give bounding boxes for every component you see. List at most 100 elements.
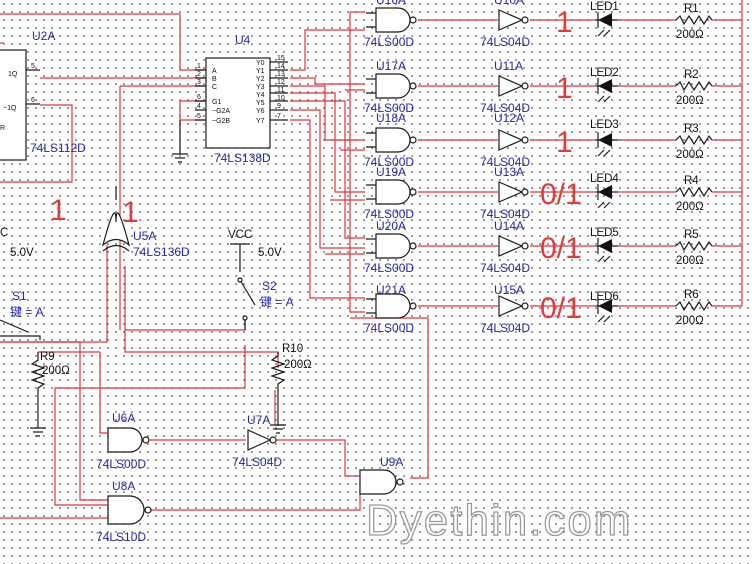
resistor-icon: R3 200Ω xyxy=(675,123,713,161)
u4-pin-y5: Y5 xyxy=(256,100,265,107)
nand-part: 74LS00D xyxy=(364,207,414,221)
inverter-part: 74LS04D xyxy=(480,321,530,335)
nand-part: 74LS00D xyxy=(364,155,414,169)
resistor-label: R4 xyxy=(684,175,699,187)
u4-pinnum-15: 15 xyxy=(277,55,285,62)
led-label: LED4 xyxy=(590,173,619,185)
led-label: LED5 xyxy=(590,227,619,239)
led-icon: LED1 xyxy=(590,1,619,37)
nand-gate: U16A 74LS00D xyxy=(364,0,417,49)
u4-pinnum-9: 9 xyxy=(277,103,281,110)
u4-pinnum-1: 1 xyxy=(197,63,201,70)
u4-pinnum-3: 3 xyxy=(197,79,201,86)
u4-pinnum-2: 2 xyxy=(197,71,201,78)
bias-resistors: R9 200Ω R10 200Ω xyxy=(30,343,312,437)
resistor-label: R5 xyxy=(684,229,699,241)
u4-pin-g2b: ~G2B xyxy=(212,118,230,125)
s1-key: 键 = A xyxy=(10,305,44,319)
watermark: Dyethin.com xyxy=(366,496,633,545)
nand-gate: U17A 74LS00D xyxy=(364,59,417,115)
s2-key: 键 = A xyxy=(260,295,294,309)
u4-pinnum-12: 12 xyxy=(277,79,285,86)
resistor-value: 200Ω xyxy=(676,95,704,107)
u7a-inverter: U7A 74LS04D xyxy=(232,413,282,469)
led-icon: LED5 xyxy=(590,227,619,263)
u4-pinnum-4: 4 xyxy=(197,103,201,110)
u7a-label: U7A xyxy=(247,413,270,427)
inverter-gate: U12A 74LS04D xyxy=(480,111,530,169)
u6a-nand-gate: U6A 74LS00D xyxy=(96,411,150,471)
led-icon: LED4 xyxy=(590,173,619,209)
output-row: U17A 74LS00D U11A 74LS04D 1 LED2 R2 200Ω xyxy=(364,59,713,115)
led-label: LED6 xyxy=(590,291,619,303)
r9-label: R9 xyxy=(40,351,55,363)
inverter-gate: U10A 74LS04D xyxy=(480,0,530,49)
r10-label: R10 xyxy=(282,343,303,355)
nand-part: 74LS00D xyxy=(364,321,414,335)
u5a-part: 74LS136D xyxy=(133,245,190,259)
led-label: LED1 xyxy=(590,1,619,13)
inverter-part: 74LS04D xyxy=(480,101,530,115)
resistor-icon: R2 200Ω xyxy=(675,69,713,107)
output-rows: U16A 74LS00D U10A 74LS04D 1 LED1 R1 200Ω U17A 74L… xyxy=(364,0,713,335)
resistor-label: R1 xyxy=(684,3,699,15)
u4-pin-g2a: ~G2A xyxy=(212,108,230,115)
u4-decoder: U4 74LS138D A B C G1 ~G2A ~G2B 1 2 3 6 4… xyxy=(172,33,288,165)
r10-value: 200Ω xyxy=(284,359,312,371)
u8a-label: U8A xyxy=(112,479,135,493)
inverter-label: U15A xyxy=(494,283,524,297)
resistor-label: R3 xyxy=(684,123,699,135)
wires xyxy=(0,0,743,519)
nand-gate: U19A 74LS00D xyxy=(364,165,417,221)
u4-pin-y6: Y6 xyxy=(256,108,265,115)
nand-label: U17A xyxy=(376,59,406,73)
nand-label: U19A xyxy=(376,165,406,179)
state-annotation: 1 xyxy=(556,72,573,105)
resistor-value: 200Ω xyxy=(676,315,704,327)
u4-part: 74LS138D xyxy=(214,151,271,165)
resistor-value: 200Ω xyxy=(676,149,704,161)
inverter-label: U12A xyxy=(494,111,524,125)
u2a-pin-n1q: ~1Q xyxy=(3,105,17,112)
u4-pinnum-7: 7 xyxy=(277,113,281,120)
u2a-pinnum-6: 6 xyxy=(31,97,35,104)
nand-gate: U18A 74LS00D xyxy=(364,111,417,169)
u8a-nand-gate: U8A 74LS10D xyxy=(96,479,152,544)
state-annotation: 1 xyxy=(556,126,573,159)
u4-pin-y0: Y0 xyxy=(256,60,265,67)
inverter-gate: U11A 74LS04D xyxy=(480,59,530,115)
u5a-label: U5A xyxy=(133,229,156,243)
inverter-part: 74LS04D xyxy=(480,155,530,169)
power-switches: C 5.0V VCC 5.0V S2 键 = A S1 键 = A xyxy=(0,227,294,340)
resistor-value: 200Ω xyxy=(676,29,704,41)
nand-label: U18A xyxy=(376,111,406,125)
u4-pinnum-14: 14 xyxy=(277,63,285,70)
resistor-label: R2 xyxy=(684,69,699,81)
nand-label: U16A xyxy=(376,0,406,7)
inverter-label: U14A xyxy=(494,219,524,233)
u4-pin-y7: Y7 xyxy=(256,118,265,125)
led-label: LED2 xyxy=(590,67,619,79)
u7a-part: 74LS04D xyxy=(232,455,282,469)
resistor-label: R6 xyxy=(684,289,699,301)
nand-label: U20A xyxy=(376,219,406,233)
nand-part: 74LS00D xyxy=(364,35,414,49)
u4-pin-y4: Y4 xyxy=(256,92,265,99)
u4-pin-b: B xyxy=(212,76,217,83)
resistor-value: 200Ω xyxy=(676,255,704,267)
u2a-pinnum-5: 5 xyxy=(31,63,35,70)
inverter-label: U10A xyxy=(494,0,524,7)
u4-pin-y3: Y3 xyxy=(256,84,265,91)
inverter-label: U11A xyxy=(494,59,523,73)
u6a-part: 74LS00D xyxy=(96,457,146,471)
nand-part: 74LS00D xyxy=(364,101,414,115)
inverter-part: 74LS04D xyxy=(480,35,530,49)
u4-pinnum-5: 5 xyxy=(197,113,201,120)
